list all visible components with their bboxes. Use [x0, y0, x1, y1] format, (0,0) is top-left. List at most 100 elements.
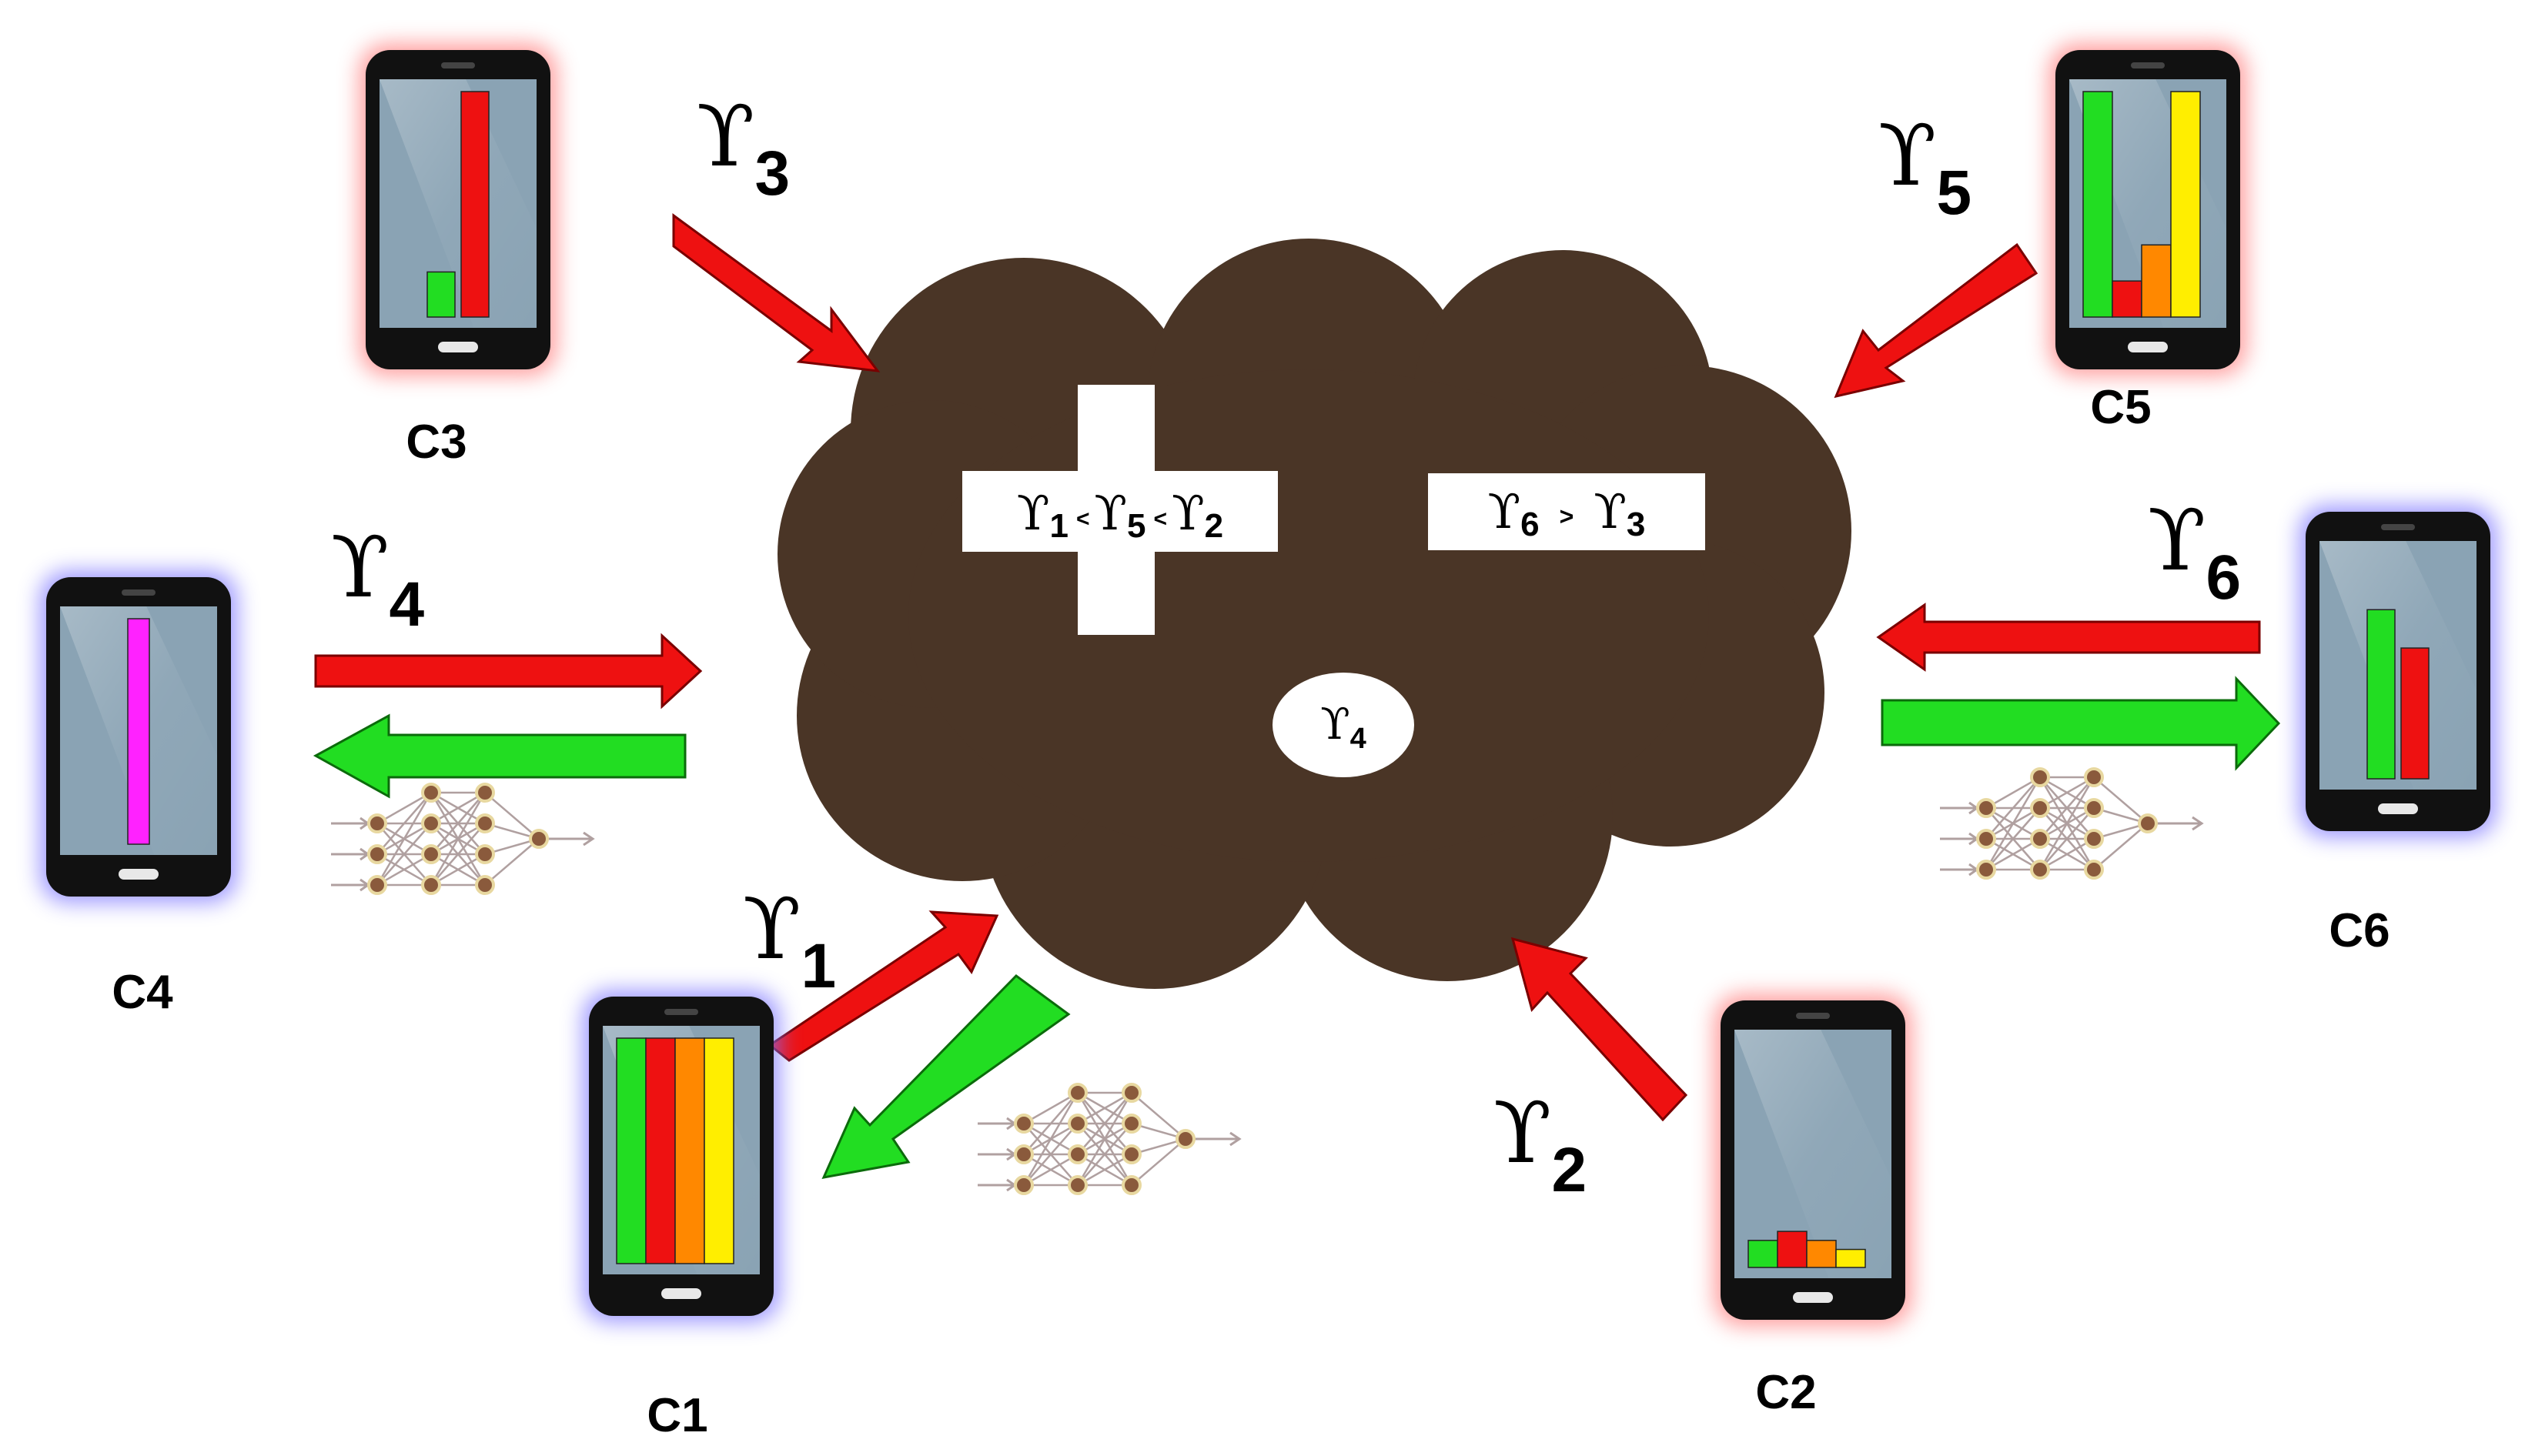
nn-node — [1122, 1114, 1142, 1134]
client-label-c5: C5 — [2090, 381, 2151, 434]
nn-node — [421, 844, 441, 864]
upload-arrow-c5 — [1834, 242, 2038, 399]
phone-bar — [426, 271, 456, 318]
nn-edge — [1985, 807, 2041, 870]
phone-bar — [2141, 244, 2172, 318]
client-labels: C3 C5 C4 C6 C1 C2 — [112, 381, 2390, 1442]
phone-bar — [1835, 1248, 1866, 1268]
nn-edge — [430, 792, 486, 855]
phone-bar — [127, 618, 150, 845]
phone-speaker — [2381, 524, 2415, 530]
nn-edge — [1985, 776, 2042, 870]
nn-node — [2030, 829, 2050, 849]
download-arrow-c4 — [313, 713, 687, 799]
upload-arrow-c2 — [1510, 937, 1688, 1122]
nn-node — [1122, 1144, 1142, 1164]
phone-bar — [460, 91, 490, 318]
phone-bar — [2082, 91, 2113, 318]
nn-edge — [1077, 1091, 1132, 1125]
nn-node — [1068, 1175, 1088, 1195]
neural-network-icon-c1 — [978, 1083, 1242, 1195]
nn-node — [1068, 1083, 1088, 1103]
aggregate-oval: ϒ4 — [1273, 673, 1414, 777]
phone-bar — [616, 1037, 647, 1264]
phone-bar — [1747, 1240, 1778, 1268]
client-phone-c6 — [2299, 506, 2497, 837]
phone-home-button — [438, 342, 478, 352]
client-phone-c2 — [1714, 994, 1911, 1326]
phone-home-button — [2128, 342, 2168, 352]
nn-node — [2138, 813, 2158, 833]
download-arrow-c6 — [1881, 676, 2281, 771]
nn-node — [2030, 767, 2050, 787]
comparison-right-text: ϒ6>ϒ3 — [1488, 483, 1646, 543]
phone-screen-shine — [1734, 1030, 1891, 1278]
phone-bar — [645, 1037, 676, 1264]
nn-edge — [2039, 776, 2095, 840]
upload-arrow-c3 — [672, 213, 881, 372]
nn-node — [1976, 829, 1996, 849]
nn-node — [2084, 767, 2104, 787]
comparison-box-left: ϒ1<ϒ5<ϒ2 — [962, 471, 1278, 552]
phone-bar — [2112, 280, 2142, 318]
nn-edge — [1131, 1092, 1186, 1140]
arrow-label-c5: ϒ5 — [1878, 106, 1972, 228]
nn-node — [2084, 829, 2104, 849]
nn-edge — [1023, 1092, 1079, 1155]
nn-output-arrowhead — [1229, 1131, 1242, 1147]
nn-edge — [376, 823, 432, 886]
nn-node — [1176, 1129, 1196, 1149]
phone-home-button — [119, 869, 159, 880]
comparison-box-right-bg — [1428, 473, 1705, 550]
nn-node — [1122, 1083, 1142, 1103]
nn-edge — [376, 792, 432, 855]
comparison-box-left-bg — [962, 471, 1278, 552]
arrow-label-c6: ϒ6 — [2148, 491, 2241, 613]
client-label-c6: C6 — [2329, 904, 2390, 957]
neural-network-icon-c4 — [331, 783, 595, 895]
phone-bar — [2170, 91, 2201, 318]
nn-edge — [484, 792, 540, 840]
phone-speaker — [441, 62, 475, 68]
client-phone-c5 — [2049, 44, 2246, 376]
nn-edge — [430, 823, 486, 886]
nn-output-arrowhead — [2192, 816, 2204, 831]
nn-edge — [376, 853, 432, 887]
nn-node — [2030, 860, 2050, 880]
nn-edge — [430, 792, 487, 886]
nn-edge — [2039, 837, 2095, 871]
nn-edge — [2039, 807, 2095, 870]
phone-bar — [1806, 1240, 1837, 1268]
phone-bar — [1777, 1231, 1808, 1268]
nn-node — [367, 813, 387, 833]
nn-node — [1068, 1144, 1088, 1164]
comparison-box-right: ϒ6>ϒ3 — [1428, 473, 1705, 550]
nn-node — [2030, 798, 2050, 818]
nn-node — [1014, 1175, 1034, 1195]
cloud-shape — [778, 239, 1851, 989]
nn-node — [1014, 1144, 1034, 1164]
client-label-c2: C2 — [1755, 1366, 1816, 1419]
aggregate-oval-text: ϒ4 — [1320, 700, 1366, 755]
phone-screen-shine — [380, 79, 537, 328]
nn-node — [1976, 798, 1996, 818]
nn-edge — [1076, 1092, 1133, 1186]
nn-edge — [430, 853, 486, 887]
nn-node — [475, 844, 495, 864]
nn-edge — [1022, 1092, 1079, 1186]
phone-bar — [2366, 609, 2396, 780]
phone-speaker — [122, 589, 156, 596]
nn-edge — [1077, 1092, 1132, 1155]
phone-bar — [674, 1037, 705, 1264]
nn-edge — [1077, 1153, 1132, 1187]
nn-edge — [1131, 1138, 1186, 1186]
arrow-label-c1: ϒ1 — [743, 880, 836, 1001]
nn-edge — [1985, 776, 2041, 840]
phone-bar — [704, 1037, 734, 1264]
nn-node — [475, 813, 495, 833]
nn-node — [1976, 860, 1996, 880]
nn-node — [475, 783, 495, 803]
client-label-c4: C4 — [112, 966, 173, 1019]
nn-node — [1014, 1114, 1034, 1134]
